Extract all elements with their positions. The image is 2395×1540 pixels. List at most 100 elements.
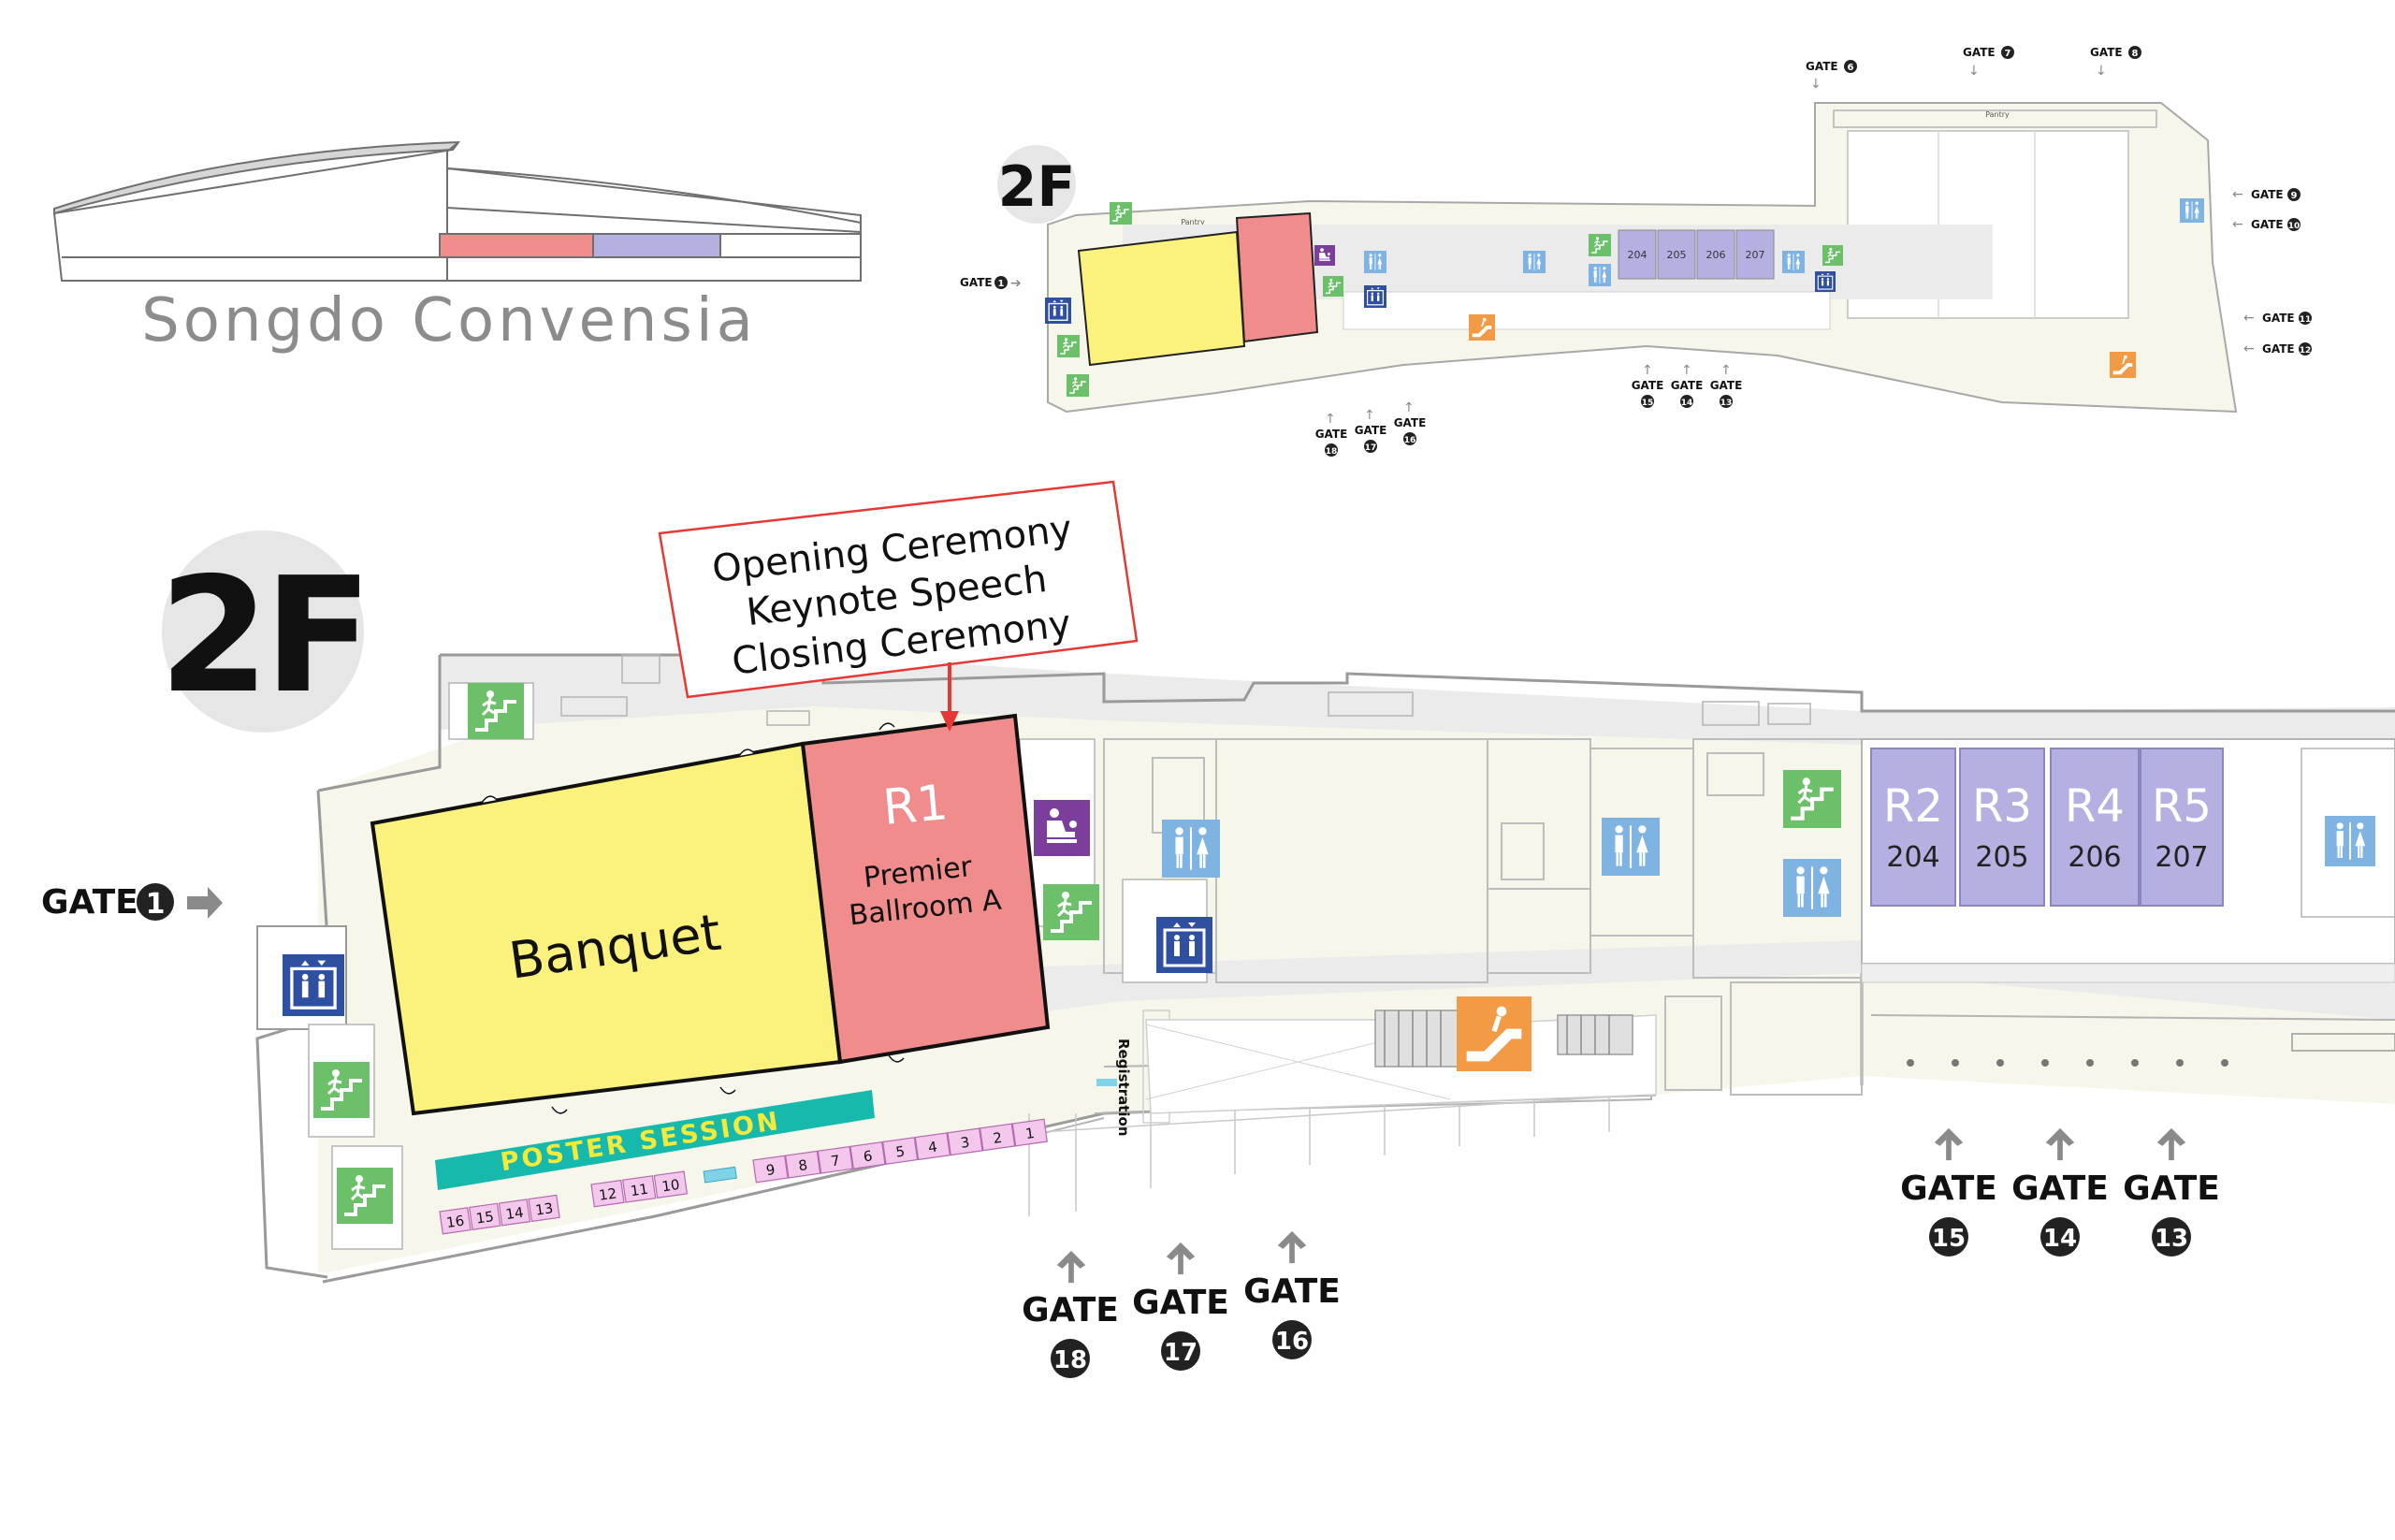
poster-booth-11: 11 xyxy=(630,1181,649,1199)
overview-room-204: 204 xyxy=(1628,249,1647,261)
gate-14-arrow-icon xyxy=(2045,1127,2075,1161)
svg-text:16: 16 xyxy=(1404,436,1416,445)
overview-gate-6[interactable]: GATE 6 ↓ xyxy=(1806,60,1857,92)
overview-gate-9[interactable]: ← GATE 9 xyxy=(2232,187,2301,202)
gate-18[interactable]: GATE 18 xyxy=(1022,1250,1119,1378)
overview-banquet xyxy=(1077,230,1246,367)
overview-stairs-icon-6 xyxy=(1822,245,1843,266)
poster-booth-group-left[interactable]: 16 15 14 13 xyxy=(439,1194,560,1235)
room-r5-code: R5 xyxy=(2152,780,2212,833)
gate-1-number-bg xyxy=(137,883,174,921)
overview-room-207: 207 xyxy=(1746,249,1765,261)
poster-booth-12: 12 xyxy=(598,1184,617,1203)
floor-badge: 2F xyxy=(159,544,367,729)
overview-elevator-icon-2 xyxy=(1364,285,1386,308)
elevator-icon-left xyxy=(283,954,344,1016)
overview-gate-13[interactable]: ↑ GATE 13 xyxy=(1710,363,1743,408)
room-r3[interactable]: R3 205 xyxy=(1959,748,2045,907)
gate-18-number-bg xyxy=(1051,1339,1090,1378)
poster-booth-group-right[interactable]: 9 8 7 6 5 4 3 2 1 xyxy=(752,1118,1048,1184)
escalator-icon xyxy=(1457,996,1531,1071)
svg-text:↑: ↑ xyxy=(1364,408,1375,423)
svg-text:↓: ↓ xyxy=(2096,64,2107,79)
overview-gate-10[interactable]: ← GATE 10 xyxy=(2232,217,2301,232)
overview-rooms: 204 205 206 207 xyxy=(1618,229,1775,280)
gate-14[interactable]: GATE 14 xyxy=(2011,1127,2109,1257)
gate-16[interactable]: GATE 16 xyxy=(1243,1230,1341,1359)
gate-18-label: GATE xyxy=(1022,1291,1119,1329)
overview-gate-7[interactable]: GATE 7 ↓ xyxy=(1963,46,2014,79)
overview-gate-15[interactable]: ↑ GATE 15 xyxy=(1632,363,1664,408)
poster-booth-4: 4 xyxy=(927,1139,938,1156)
registration-desk xyxy=(1096,1079,1117,1086)
overview-gate-14[interactable]: ↑ GATE 14 xyxy=(1671,363,1704,408)
floor-badge-bg xyxy=(162,530,364,733)
gate-15-label: GATE xyxy=(1900,1170,1997,1208)
overview-gate-17[interactable]: ↑ GATE 17 xyxy=(1355,408,1387,453)
gate-16-number: 16 xyxy=(1275,1328,1309,1356)
svg-text:↑: ↑ xyxy=(1642,363,1653,378)
svg-text:↑: ↑ xyxy=(1681,363,1692,378)
gate-16-number-bg xyxy=(1272,1320,1312,1359)
svg-text:15: 15 xyxy=(1642,399,1654,408)
overview-restroom-icon-4 xyxy=(1782,251,1805,273)
overview-gate-1[interactable]: GATE 1 ➔ xyxy=(960,276,1022,291)
gate-17-arrow-icon xyxy=(1166,1242,1196,1275)
gate-17-number: 17 xyxy=(1164,1339,1198,1367)
svg-text:GATE: GATE xyxy=(1963,46,1996,59)
overview-gate-8[interactable]: GATE 8 ↓ xyxy=(2090,46,2141,79)
room-r2[interactable]: R2 204 xyxy=(1870,748,1956,907)
venue-silhouette: Songdo Convensia xyxy=(52,140,862,356)
svg-text:GATE: GATE xyxy=(1710,379,1743,392)
svg-text:↓: ↓ xyxy=(1810,77,1822,92)
overview-gate-18[interactable]: ↑ GATE 18 xyxy=(1315,412,1348,457)
gate-18-arrow-icon xyxy=(1056,1250,1086,1284)
room-r4[interactable]: R4 206 xyxy=(2050,748,2140,907)
gate-1[interactable]: GATE 1 xyxy=(41,883,223,922)
overview-gate-12[interactable]: ← GATE 12 xyxy=(2243,341,2312,356)
overview-restroom-icon-2 xyxy=(1523,251,1546,273)
poster-booth-7: 7 xyxy=(830,1152,841,1170)
gate-14-number-bg xyxy=(2040,1217,2080,1257)
svg-text:↑: ↑ xyxy=(1325,412,1336,427)
poster-booth-group-mid[interactable]: 12 11 10 xyxy=(590,1170,689,1208)
poster-booth-14: 14 xyxy=(504,1204,524,1223)
overview-stairs-icon-4 xyxy=(1323,276,1343,297)
room-r3-code: R3 xyxy=(1972,780,2032,833)
gate-13-label: GATE xyxy=(2123,1170,2220,1208)
svg-text:←: ← xyxy=(2232,217,2243,232)
gate-13[interactable]: GATE 13 xyxy=(2123,1127,2220,1257)
svg-text:6: 6 xyxy=(1848,63,1854,73)
overview-floor-badge: 2F xyxy=(998,154,1076,220)
gate-18-number: 18 xyxy=(1053,1346,1087,1374)
poster-booth-6: 6 xyxy=(863,1147,874,1165)
right-hall-pillars xyxy=(1907,1059,2228,1067)
room-r5-number: 207 xyxy=(2155,841,2208,874)
restroom-icon-3 xyxy=(1783,859,1841,917)
gate-17[interactable]: GATE 17 xyxy=(1132,1242,1229,1371)
poster-booths[interactable]: 16 15 14 13 12 11 10 xyxy=(439,1118,1048,1235)
poster-booth-2: 2 xyxy=(992,1129,1003,1147)
room-r5[interactable]: R5 207 xyxy=(2140,748,2224,907)
overview-stairs-icon-5 xyxy=(1589,234,1611,256)
overview-pantry-top: Pantry xyxy=(1985,110,2010,119)
svg-text:➔: ➔ xyxy=(1010,276,1022,291)
poster-booth-13: 13 xyxy=(534,1199,554,1218)
gate-15[interactable]: GATE 15 xyxy=(1900,1127,1997,1257)
svg-text:GATE: GATE xyxy=(1671,379,1704,392)
poster-booth-8: 8 xyxy=(797,1156,808,1174)
overview-gate-16[interactable]: ↑ GATE 16 xyxy=(1394,400,1427,445)
poster-booth-15: 15 xyxy=(475,1208,495,1227)
stairs-icon-left-1 xyxy=(313,1062,370,1118)
poster-booth-1: 1 xyxy=(1024,1125,1036,1142)
svg-text:GATE: GATE xyxy=(2262,312,2295,325)
room-r3-number: 205 xyxy=(1975,841,2028,874)
overview-restroom-icon-5 xyxy=(2180,198,2204,223)
room-r1[interactable]: R1 Premier Ballroom A xyxy=(800,713,1051,1065)
overview-gate-11[interactable]: ← GATE 11 xyxy=(2243,311,2312,326)
stairs-icon-top-left xyxy=(468,683,524,739)
poster-booth-10: 10 xyxy=(660,1176,680,1195)
svg-text:↑: ↑ xyxy=(1403,400,1415,415)
gate-1-number: 1 xyxy=(146,888,166,921)
gate-14-number: 14 xyxy=(2043,1225,2077,1253)
